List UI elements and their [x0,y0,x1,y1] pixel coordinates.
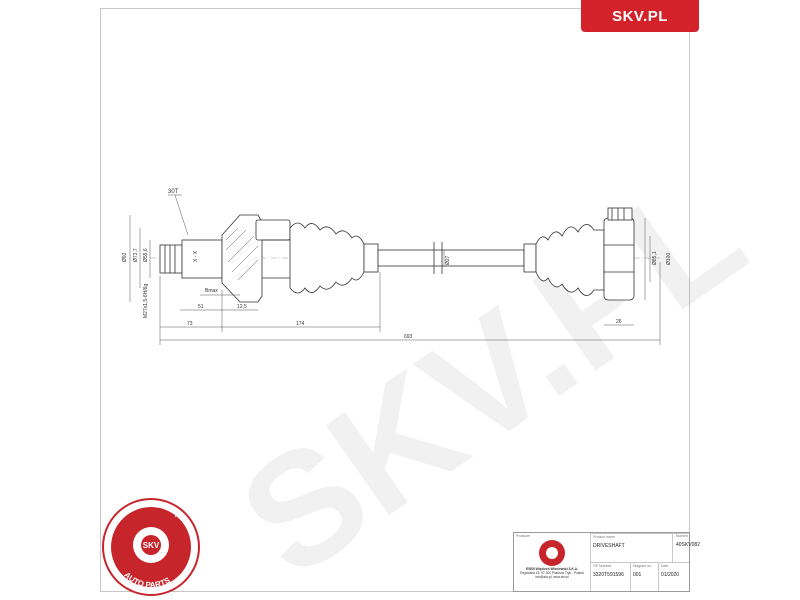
date-cell: Date 01/2020 [658,562,689,591]
company-line-2: Rzgowska 43, 97-300 Piotrków Tryb., Pola… [520,571,584,575]
left-spline-stub [159,239,223,279]
brand-badge[interactable]: SKV.PL [581,0,699,32]
dim-12-5: 12,5 [237,304,247,310]
dim-bmax: Bmax [205,288,218,294]
oe-value: 3320T591596 [593,572,624,578]
company-line-1: ESEN Wojciech Wiśniewski S.K.A. [526,567,578,571]
product-name-cell: Product name DRIVESHAFT [590,533,672,562]
skv-seal: AFTERMARKET PRICE • OE QUALITY AUTO PART… [102,498,200,596]
seal-center-text: SKV [143,541,160,550]
oe-label: OE Number [593,564,612,568]
drawing-sheet [100,8,690,592]
diagram-label: Diagram no. [633,564,653,568]
date-label: Date [661,564,669,568]
number-label: Number [676,534,689,538]
left-outer-joint [221,214,291,303]
dim-shaft-d27: Ø27 [445,255,451,265]
dim-693: 693 [404,334,413,340]
company-line-3: info@skv.pl, www.skv.pl [535,575,569,579]
product-name-value: DRIVESHAFT [593,543,625,549]
dim-d85: Ø85,1 [652,251,658,265]
skv-small-logo-icon [539,540,565,566]
dim-d100: Ø100 [666,253,672,265]
dim-d73: Ø73,7 [133,248,139,262]
dim-73: 73 [187,321,193,327]
dim-d92: Ø92 [122,252,128,262]
number-value: 40SKV082 [676,542,700,548]
company-info: ESEN Wojciech Wiśniewski S.K.A. Rzgowska… [516,567,588,579]
title-producer-cell: Producer ESEN Wojciech Wiśniewski S.K.A.… [514,533,590,591]
dim-26: 26 [616,319,622,325]
diagram-cell: Diagram no. 001 [630,562,658,591]
dim-x-x: X - X [193,250,199,262]
number-inner: Number 40SKV082 [626,533,700,562]
product-name-label: Product name [593,535,615,539]
right-inner-joint [603,207,635,301]
left-boot [289,222,379,294]
producer-label: Producer [516,534,531,538]
dim-thread: M27x1,5-6H/6g [143,284,149,318]
dim-51: 51 [198,304,204,310]
dim-30t: 30T [168,189,179,195]
dim-174: 174 [296,321,305,327]
oe-cell: OE Number 3320T591596 [590,562,630,591]
title-block: Producer ESEN Wojciech Wiśniewski S.K.A.… [513,532,700,592]
dim-d55: Ø55,6 [143,248,149,262]
dimension-labels: 30T X - X Ø92 Ø73,7 Ø55,6 M27x1,5-6H/6g … [122,189,672,340]
number-cell [672,533,689,562]
dimension-lines [129,194,661,345]
date-value: 01/2020 [661,572,680,578]
diagram-value: 001 [633,572,642,578]
